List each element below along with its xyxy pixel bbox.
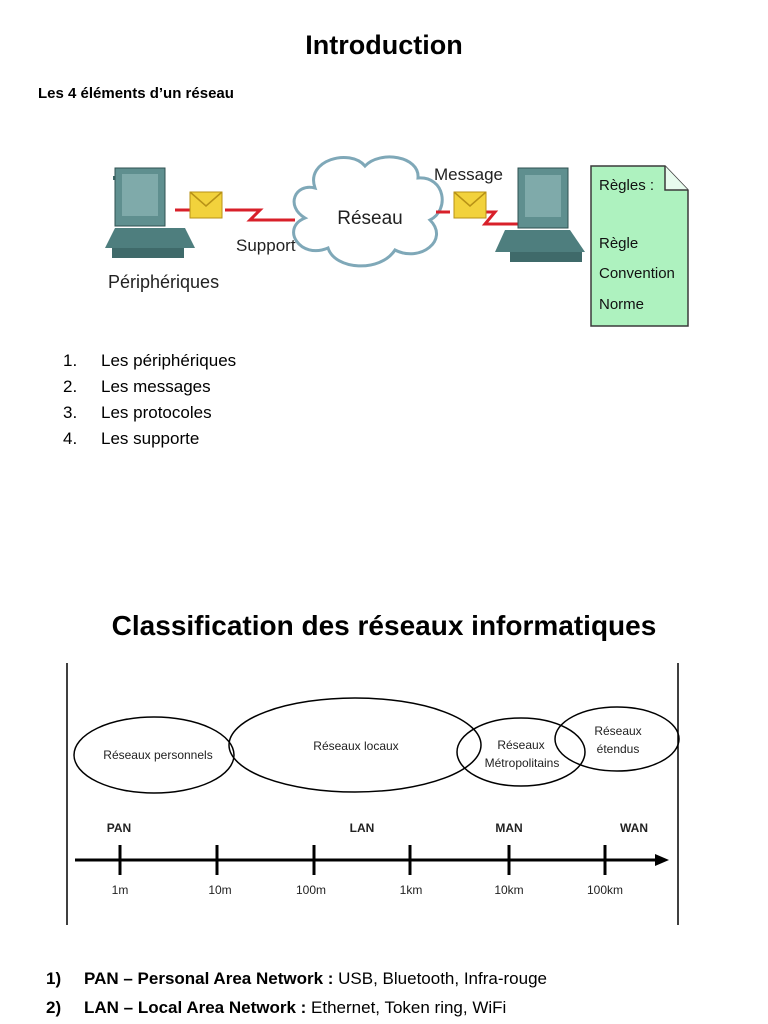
- wide-network-ellipse: [554, 706, 680, 772]
- left-computer-icon: [105, 167, 195, 258]
- wan-category: WAN: [620, 821, 648, 835]
- network-types-list: 1) PAN – Personal Area Network : USB, Bl…: [46, 964, 547, 1022]
- rule-item: Convention: [599, 265, 675, 282]
- lan-category: LAN: [350, 821, 375, 835]
- pan-category: PAN: [107, 821, 131, 835]
- list-item: 4.Les supporte: [63, 429, 200, 448]
- personal-network-label: Réseaux personnels: [103, 748, 212, 762]
- scale-tick-label: 1km: [400, 883, 423, 897]
- support-label: Support: [236, 236, 296, 255]
- man-category: MAN: [495, 821, 522, 835]
- rule-item: Règle: [599, 235, 638, 252]
- list-item: 2) LAN – Local Area Network : Ethernet, …: [46, 998, 507, 1017]
- scale-tick-label: 10km: [494, 883, 523, 897]
- network-elements-list: 1.Les périphériques 2.Les messages 3.Les…: [63, 348, 236, 452]
- list-item: 3.Les protocoles: [63, 403, 212, 422]
- devices-label: Périphériques: [108, 272, 219, 292]
- right-envelope-icon: [453, 191, 487, 219]
- scale-tick-label: 1m: [112, 883, 129, 897]
- metro-network-ellipse: [456, 717, 586, 787]
- list-item: 1) PAN – Personal Area Network : USB, Bl…: [46, 969, 547, 988]
- left-envelope-icon: [189, 191, 223, 219]
- local-network-label: Réseaux locaux: [313, 739, 398, 753]
- network-elements-diagram: Support Périphériques Réseau Message Règ…: [105, 155, 689, 327]
- network-classification-diagram: Réseaux personnels Réseaux locaux Réseau…: [66, 663, 680, 925]
- personal-network-ellipse: [73, 716, 235, 794]
- scale-tick-label: 10m: [208, 883, 231, 897]
- scale-tick-label: 100m: [296, 883, 326, 897]
- wide-network-label: Réseaux: [594, 724, 641, 738]
- rule-item: Norme: [599, 296, 644, 313]
- network-label: Réseau: [337, 208, 403, 229]
- local-network-ellipse: [228, 697, 482, 793]
- metro-network-label: Réseaux: [497, 738, 544, 752]
- wide-network-label-2: étendus: [597, 742, 640, 756]
- rules-title: Règles :: [599, 177, 654, 194]
- scale-tick-label: 100km: [587, 883, 623, 897]
- section-title-introduction: Introduction: [305, 30, 463, 60]
- list-item: 1.Les périphériques: [63, 351, 237, 370]
- list-item: 2.Les messages: [63, 377, 211, 396]
- section-title-classification: Classification des réseaux informatiques: [111, 610, 657, 641]
- network-elements-subtitle: Les 4 éléments d’un réseau: [38, 85, 234, 102]
- message-label: Message: [434, 165, 503, 184]
- right-computer-icon: [495, 167, 585, 262]
- network-cloud-icon: [292, 155, 444, 268]
- rules-note: Règles : Règle Convention Norme: [590, 165, 689, 327]
- metro-network-label-2: Métropolitains: [485, 756, 560, 770]
- distance-scale-axis: [75, 845, 669, 875]
